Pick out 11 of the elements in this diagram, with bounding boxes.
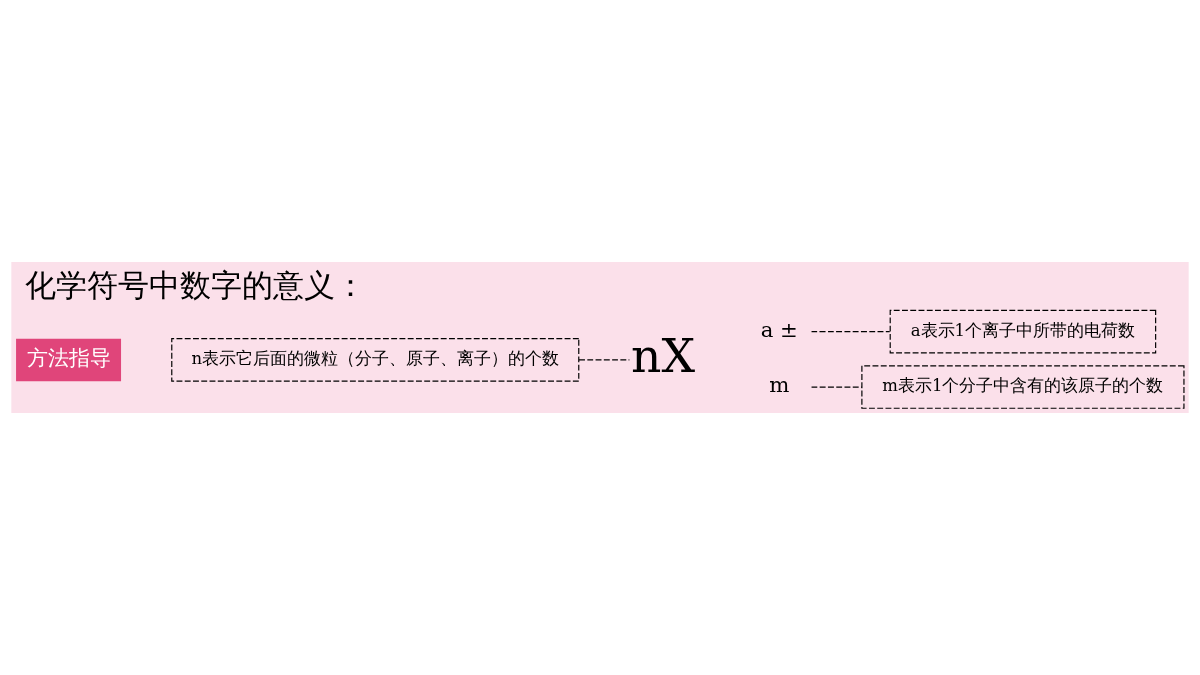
diagram-title: 化学符号中数字的意义： [25, 267, 367, 303]
connector [810, 386, 863, 388]
node-text: a ± [760, 316, 798, 342]
connector [578, 359, 630, 361]
node-box: n表示它后面的微粒（分子、原子、离子）的个数 [171, 338, 580, 382]
node-box: m表示1个分子中含有的该原子的个数 [861, 365, 1185, 409]
connector [810, 331, 891, 333]
node-text: m [769, 372, 790, 398]
node-text: nX [631, 327, 696, 383]
label: 方法指导 [26, 345, 111, 371]
node-box: a表示1个离子中所带的电荷数 [889, 309, 1157, 354]
